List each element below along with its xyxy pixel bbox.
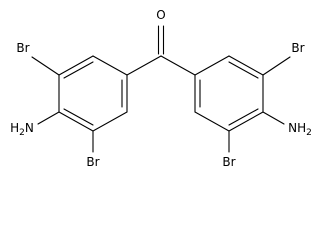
structural-formula-diagram: O Br Br H2N Br Br NH2 — [10, 8, 312, 169]
left-bottom-bromine-label: Br — [86, 155, 99, 169]
right-top-bromine-label: Br — [291, 41, 304, 55]
right-top-bromine-bond — [262, 56, 291, 76]
left-benzene-ring — [58, 55, 128, 132]
carbonyl-to-right-ring-bond — [160, 55, 196, 76]
left-amine-bond — [37, 111, 60, 125]
left-amine-label: H2N — [10, 121, 34, 138]
carbonyl-oxygen-label: O — [156, 8, 165, 22]
right-amine-label: NH2 — [288, 121, 312, 138]
right-amine-bond — [262, 111, 285, 125]
right-bottom-bromine-label: Br — [222, 155, 235, 169]
right-benzene-ring — [194, 55, 264, 132]
carbonyl-to-left-ring-bond — [126, 55, 162, 76]
left-top-bromine-bond — [31, 56, 60, 76]
left-top-bromine-label: Br — [16, 41, 29, 55]
